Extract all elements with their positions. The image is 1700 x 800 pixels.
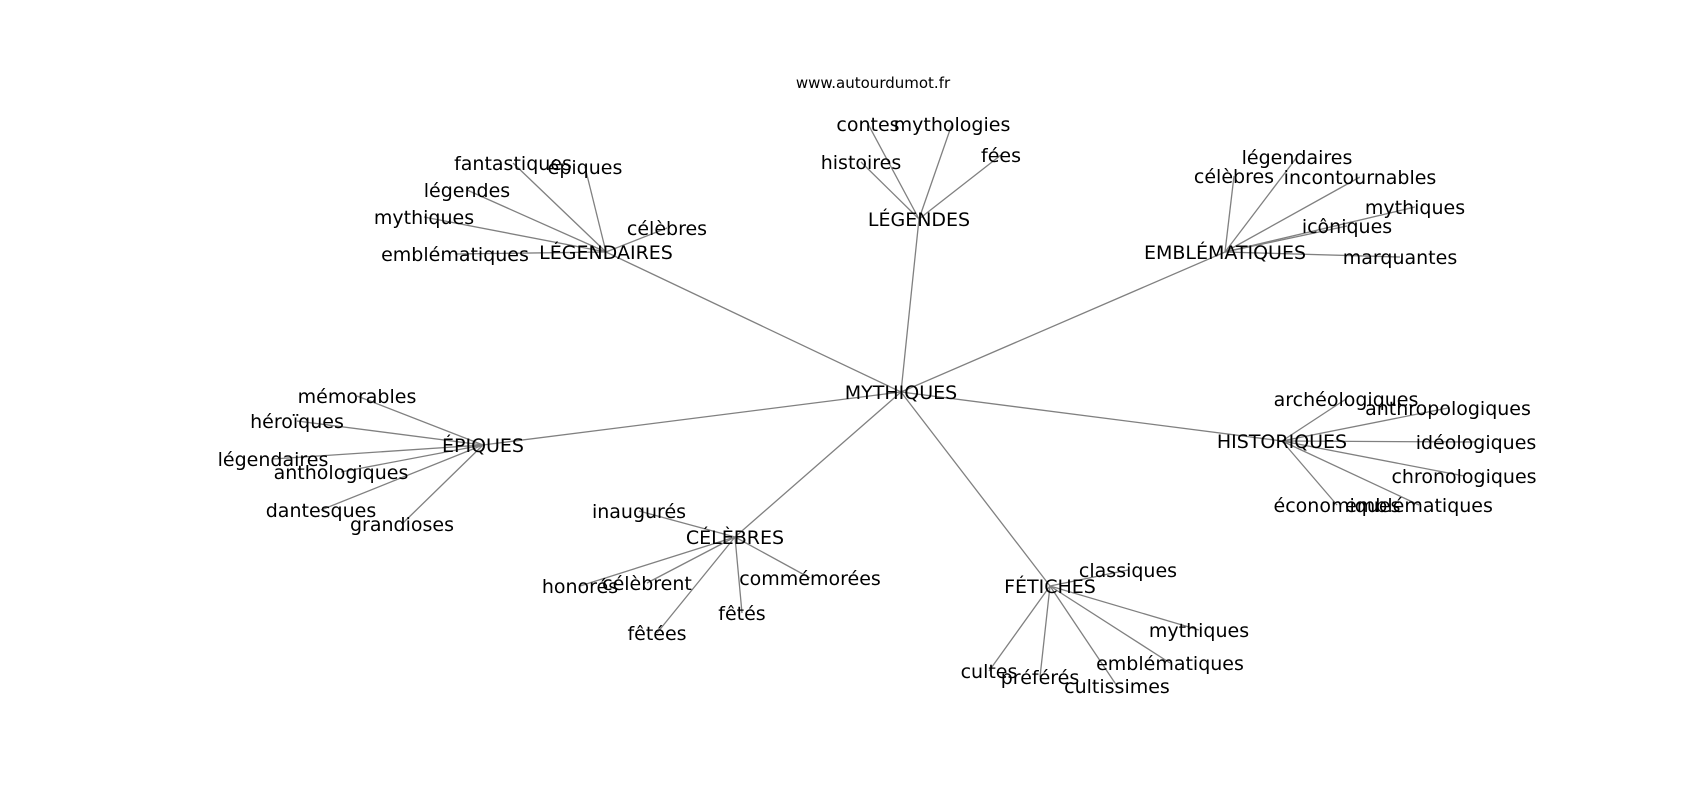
leaf-node-label: célèbrent (602, 573, 692, 595)
edge-hub-leaf (1049, 585, 1200, 631)
edge-hub-leaf (1224, 206, 1416, 253)
leaf-node-label: cultissimes (1064, 676, 1170, 698)
leaf-node-label: épiques (548, 157, 623, 179)
hub-node-label: HISTORIQUES (1217, 431, 1347, 453)
edge-hub-leaf (1049, 585, 1118, 687)
leaf-node-label: mythiques (374, 207, 474, 229)
leaf-node-label: légendes (424, 180, 510, 202)
edge-hub-leaf (988, 585, 1051, 672)
hub-node-label: FÉTICHES (1004, 575, 1096, 598)
leaf-node-label: anthologiques (274, 462, 409, 484)
leaf-node-label: cultes (961, 661, 1018, 683)
edge-hub-leaf (646, 536, 736, 584)
edge-hub-leaf (918, 154, 1002, 220)
edge-hub-leaf (1281, 407, 1449, 442)
leaf-node-label: mythiques (1365, 197, 1465, 219)
leaf-node-label: préférés (1001, 667, 1080, 689)
edge-hub-leaf (605, 227, 668, 253)
edge-center-hub (900, 391, 1283, 442)
leaf-node-label: idéologiques (1416, 432, 1537, 454)
edge-hub-leaf (734, 536, 743, 614)
leaf-node-label: mythiques (1149, 620, 1249, 642)
edges-layer (272, 123, 1477, 687)
edge-hub-leaf (272, 444, 484, 460)
leaf-node-label: emblématiques (1096, 653, 1244, 675)
edge-hub-leaf (1049, 569, 1129, 587)
leaf-node-label: emblématiques (1345, 495, 1493, 517)
leaf-node-label: emblématiques (381, 244, 529, 266)
hub-node-label: CÉLÈBRES (686, 526, 784, 549)
edge-hub-leaf (638, 510, 736, 538)
leaf-node-label: dantesques (266, 500, 376, 522)
edge-center-hub (900, 391, 1051, 587)
edge-hub-leaf (1224, 251, 1401, 258)
leaf-node-label: légendaires (1242, 147, 1353, 169)
leaf-node-label: classiques (1079, 560, 1177, 582)
edge-hub-leaf (1224, 176, 1361, 253)
edge-center-hub (900, 251, 1226, 393)
edge-hub-leaf (1281, 440, 1420, 506)
edge-center-hub (734, 391, 902, 538)
edge-hub-leaf (579, 536, 736, 587)
hub-node-label: LÉGENDES (868, 208, 970, 231)
edge-hub-leaf (1224, 175, 1235, 253)
edge-center-hub (482, 391, 902, 446)
edge-hub-leaf (1281, 398, 1347, 442)
leaf-node-label: marquantes (1343, 247, 1457, 269)
leaf-node-label: héroïques (250, 411, 344, 433)
edge-hub-leaf (1039, 585, 1051, 678)
leaf-node-label: fantastiques (454, 153, 572, 175)
edge-hub-leaf (401, 444, 484, 525)
edge-hub-leaf (340, 444, 484, 473)
edge-center-hub (605, 251, 902, 393)
leaf-node-label: fêtés (718, 603, 765, 625)
leaf-node-label: mythologies (894, 114, 1011, 136)
leaf-node-label: légendaires (218, 449, 329, 471)
source-label: www.autourdumot.fr (796, 74, 951, 92)
leaf-node-label: histoires (821, 152, 902, 174)
edge-hub-leaf (918, 123, 953, 220)
leaf-node-label: archéologiques (1274, 389, 1419, 411)
edge-hub-leaf (512, 162, 607, 253)
leaf-node-label: incontournables (1284, 167, 1437, 189)
leaf-node-label: contes (836, 114, 899, 136)
leaf-node-label: célèbres (1194, 166, 1274, 188)
leaf-node-label: chronologiques (1391, 466, 1536, 488)
leaf-node-label: fêtées (627, 623, 686, 645)
edge-hub-leaf (584, 166, 607, 253)
edge-hub-leaf (296, 420, 484, 446)
edge-hub-leaf (1049, 585, 1171, 664)
leaf-node-label: commémorées (739, 568, 881, 590)
edge-hub-leaf (1281, 440, 1338, 506)
leaf-node-label: anthropologiques (1365, 398, 1531, 420)
edge-hub-leaf (867, 123, 920, 220)
edge-hub-leaf (320, 444, 484, 511)
edge-hub-leaf (1224, 156, 1298, 253)
center-node-label: MYTHIQUES (845, 382, 957, 404)
leaf-node-label: économiques (1274, 495, 1401, 517)
leaf-node-label: grandioses (350, 514, 454, 536)
edge-hub-leaf (466, 189, 607, 253)
edge-hub-leaf (1281, 440, 1477, 443)
hub-node-label: EMBLÉMATIQUES (1144, 241, 1306, 264)
edge-hub-leaf (656, 536, 736, 634)
edge-hub-leaf (734, 536, 811, 579)
leaf-node-label: honorés (542, 576, 618, 598)
edge-hub-leaf (423, 216, 607, 253)
edge-hub-leaf (1224, 225, 1348, 253)
edge-hub-leaf (454, 251, 607, 255)
edge-center-hub (900, 218, 920, 393)
edge-hub-leaf (1281, 440, 1465, 477)
leaf-node-label: célèbres (627, 218, 707, 240)
edge-hub-leaf (356, 395, 484, 446)
leaf-node-label: icôniques (1302, 216, 1392, 238)
leaf-node-label: inaugurés (592, 501, 686, 523)
leaf-node-label: fées (981, 145, 1021, 167)
leaf-node-label: mémorables (298, 386, 417, 408)
hub-node-label: ÉPIQUES (442, 434, 524, 457)
edge-hub-leaf (860, 161, 920, 220)
hub-node-label: LÉGENDAIRES (539, 241, 673, 264)
